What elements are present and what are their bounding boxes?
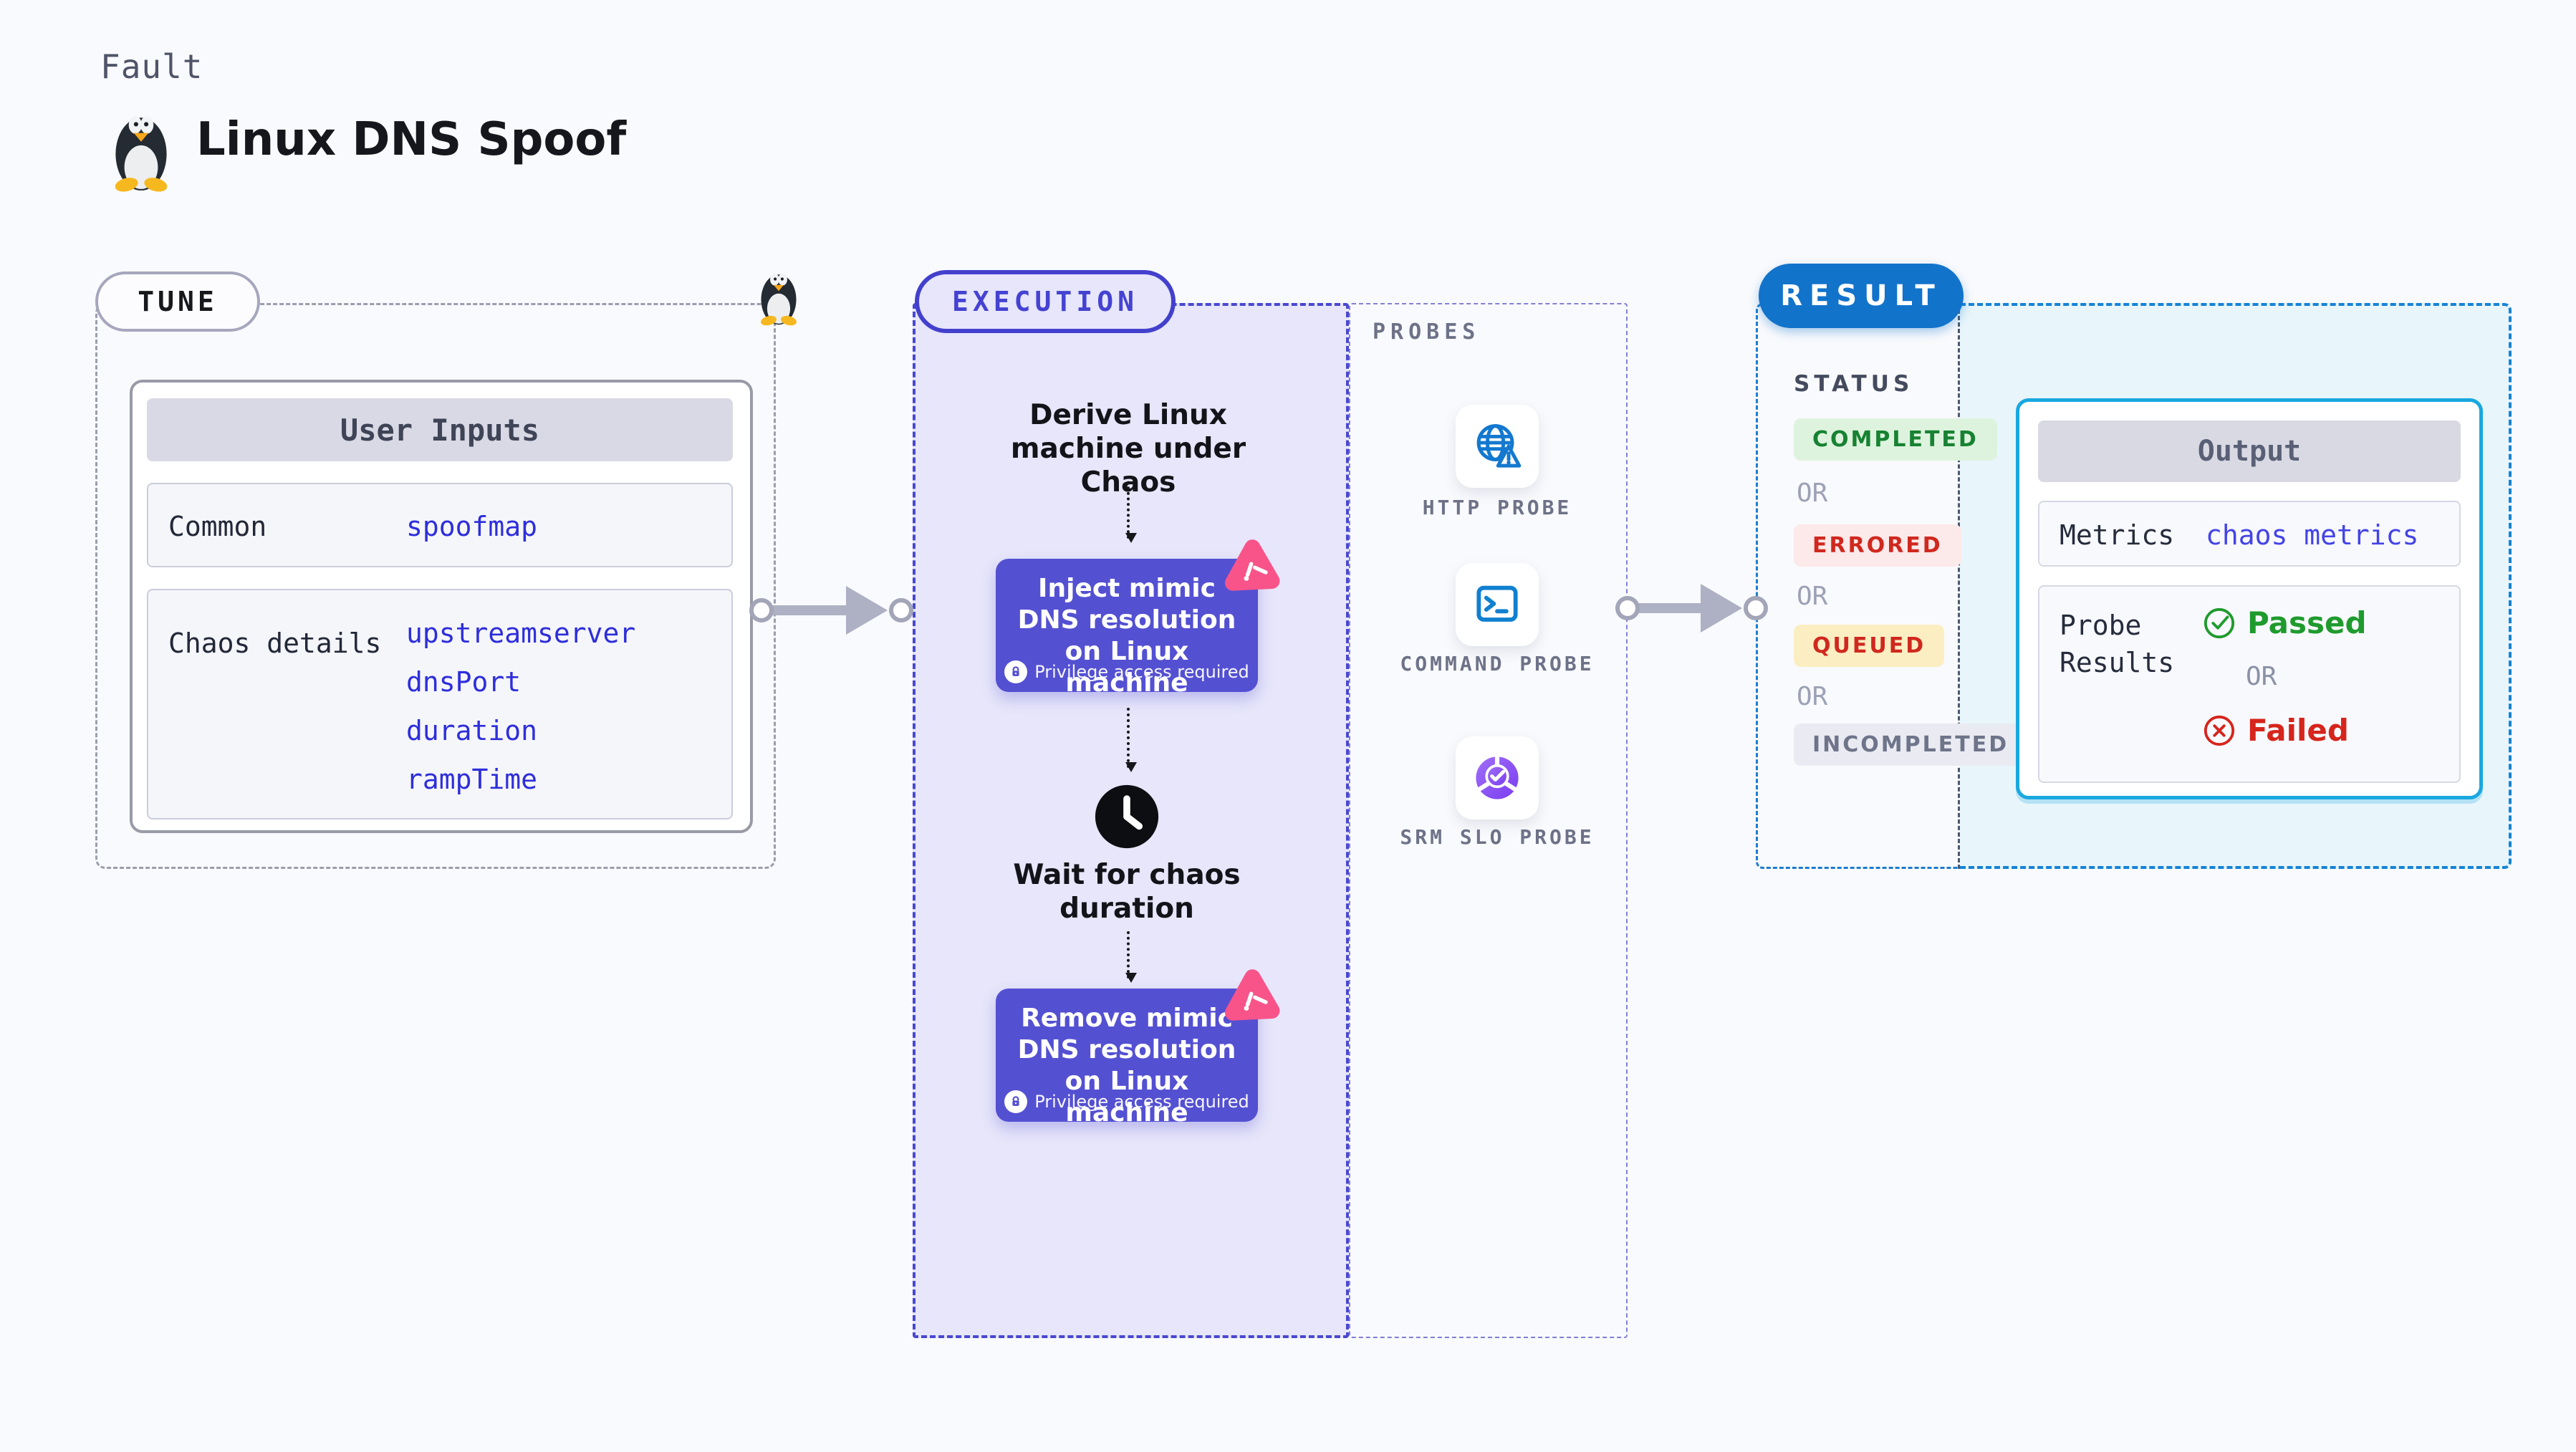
tux-penguin-icon xyxy=(761,273,797,326)
privilege-note: Privilege access required xyxy=(1034,1092,1249,1112)
tune-section-box xyxy=(95,303,776,869)
status-badge-queued: QUEUED xyxy=(1794,625,1945,667)
output-row-probe-results: Probe Results Passed OR Failed xyxy=(2038,585,2461,783)
lock-icon xyxy=(1004,1090,1028,1113)
check-circle-icon xyxy=(2203,607,2235,638)
output-row-metrics: Metrics chaos metrics xyxy=(2038,501,2461,567)
probe-results-label: Probe Results xyxy=(2060,610,2175,678)
http-probe-label: HTTP PROBE xyxy=(1422,496,1572,519)
inject-chaos-text: Inject mimic DNS resolution on Linux mac… xyxy=(1017,574,1236,698)
page-title: Linux DNS Spoof xyxy=(196,113,627,166)
or-label: OR xyxy=(1797,479,1828,508)
connector-arrow-tune-to-execution xyxy=(749,586,921,635)
flow-arrow-icon xyxy=(1125,931,1137,983)
remove-chaos-text: Remove mimic DNS resolution on Linux mac… xyxy=(1017,1004,1236,1128)
or-label: OR xyxy=(2246,662,2277,691)
globe-warning-icon xyxy=(1476,424,1522,468)
x-circle-icon xyxy=(2203,715,2235,746)
flow-arrow-icon xyxy=(1125,476,1137,543)
status-heading: STATUS xyxy=(1794,371,1914,397)
privilege-note: Privilege access required xyxy=(1034,662,1249,682)
connector-arrow-probes-to-result xyxy=(1615,584,1787,633)
metrics-value: chaos metrics xyxy=(2206,519,2419,551)
probe-failed-label: Failed xyxy=(2247,713,2349,748)
srm-slo-probe-label: SRM SLO PROBE xyxy=(1400,825,1595,849)
flow-arrow-icon xyxy=(1125,708,1137,772)
tux-penguin-icon xyxy=(115,116,168,192)
clock-icon xyxy=(1095,784,1159,849)
user-inputs-title: User Inputs xyxy=(147,398,733,461)
terminal-icon xyxy=(1476,585,1518,622)
result-divider xyxy=(1958,303,1960,869)
execution-section-pill: EXECUTION xyxy=(915,270,1176,333)
user-inputs-row-chaos-details: Chaos details upstreamserver dnsPort dur… xyxy=(147,589,733,819)
metrics-label: Metrics xyxy=(2060,519,2175,551)
row-label: Common xyxy=(168,511,267,542)
row-value: spoofmap xyxy=(406,511,538,542)
probe-passed-label: Passed xyxy=(2247,605,2367,640)
chaos-badge-icon xyxy=(1224,969,1280,1021)
status-badge-errored: ERRORED xyxy=(1794,524,1961,567)
row-value: duration xyxy=(406,715,538,746)
tune-section-pill: TUNE xyxy=(95,271,260,332)
output-title: Output xyxy=(2038,420,2461,482)
remove-chaos-node: Remove mimic DNS resolution on Linux mac… xyxy=(996,989,1258,1128)
result-section-pill: RESULT xyxy=(1759,264,1964,328)
user-inputs-card: User Inputs Common spoofmap Chaos detail… xyxy=(130,380,753,833)
command-probe-card xyxy=(1456,563,1539,646)
or-label: OR xyxy=(1797,682,1828,711)
command-probe-label: COMMAND PROBE xyxy=(1400,652,1595,675)
output-card: Output Metrics chaos metrics Probe Resul… xyxy=(2016,398,2483,799)
row-label: Chaos details xyxy=(168,628,382,659)
chaos-badge-icon xyxy=(1224,539,1280,591)
inject-chaos-node: Inject mimic DNS resolution on Linux mac… xyxy=(996,559,1258,698)
status-badge-completed: COMPLETED xyxy=(1794,418,1997,461)
fault-kicker: Fault xyxy=(100,47,203,86)
slo-donut-icon xyxy=(1476,754,1519,799)
step-wait-text: Wait for chaos duration xyxy=(1013,859,1241,925)
or-label: OR xyxy=(1797,582,1828,611)
row-value: rampTime xyxy=(406,764,538,795)
srm-slo-probe-card xyxy=(1456,736,1539,819)
lock-icon xyxy=(1004,660,1028,683)
http-probe-card xyxy=(1456,405,1539,488)
user-inputs-row-common: Common spoofmap xyxy=(147,483,733,567)
row-value: upstreamserver xyxy=(406,617,636,649)
row-value: dnsPort xyxy=(406,666,522,698)
probes-heading: PROBES xyxy=(1373,319,1481,345)
probes-section-box xyxy=(1349,303,1628,1338)
status-badge-incompleted: INCOMPLETED xyxy=(1794,723,2028,766)
